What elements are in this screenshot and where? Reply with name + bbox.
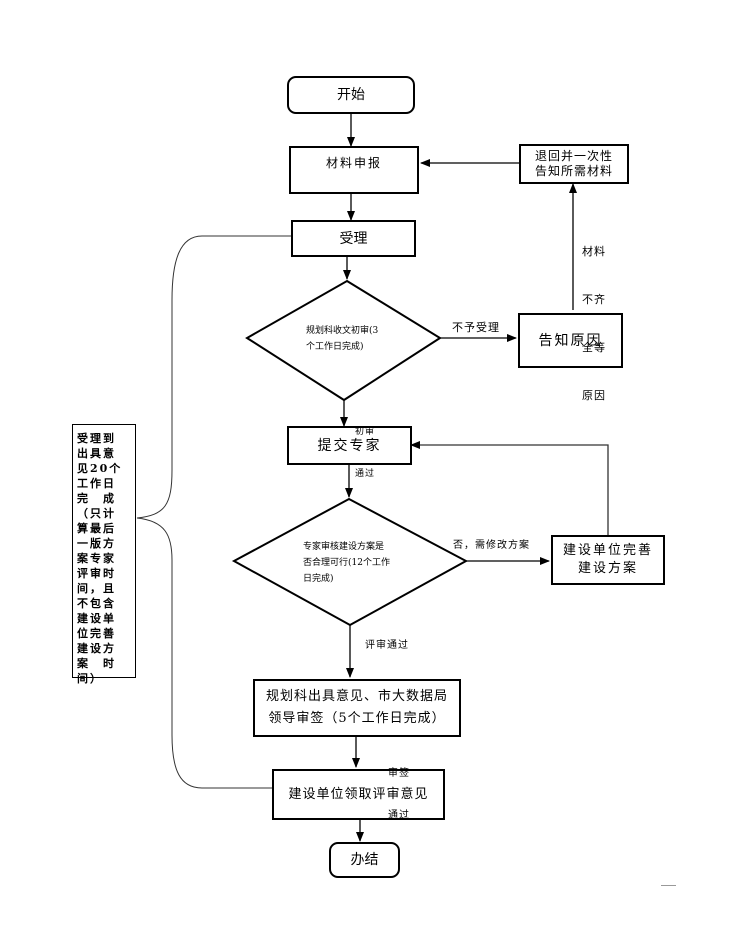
- revise-plan-line-1: 建设单位完善: [562, 543, 653, 558]
- side-note-row: 不包含: [77, 597, 116, 610]
- end-label: 办结: [350, 852, 379, 868]
- return-notify-line-2: 告知所需材料: [534, 164, 613, 178]
- issue-opinion-line-1: 规划科出具意见、市大数据局: [265, 689, 448, 704]
- expert-review-line-2: 否合理可行(12个工作: [303, 558, 390, 568]
- signoff-line-2: 通过: [388, 810, 410, 821]
- incomplete-line-3: 全等: [582, 341, 606, 354]
- side-note-row: 见20个: [77, 462, 123, 475]
- issue-opinion-node: 规划科出具意见、市大数据局 领导审签（5个工作日完成）: [253, 679, 461, 737]
- side-note-row: 工作日: [77, 477, 116, 490]
- label-review-passed: 评审通过: [365, 640, 409, 651]
- page-corner-mark: [661, 885, 676, 886]
- side-note-row: （只计: [77, 507, 116, 520]
- expert-review-diamond: [231, 497, 469, 627]
- notify-reason-label: 告知原因: [538, 332, 603, 349]
- side-note-row: 一版方: [77, 537, 116, 550]
- label-incomplete-materials: 材料 不齐 全等 原因: [582, 212, 606, 436]
- revise-plan-node: 建设单位完善 建设方案: [551, 535, 665, 585]
- side-note-row: 案专家: [77, 552, 116, 565]
- accept-label: 受理: [339, 230, 368, 247]
- start-label: 开始: [337, 87, 365, 103]
- issue-opinion-line-2: 领导审签（5个工作日完成）: [268, 711, 446, 726]
- expert-review-text: 专家审核建设方案是 否合理可行(12个工作 日完成): [303, 539, 390, 587]
- expert-review-line-1: 专家审核建设方案是: [303, 542, 385, 552]
- side-note-row: 算最后: [77, 522, 116, 535]
- submit-materials-label: 材料申报: [325, 156, 382, 170]
- side-note-row: 位完善: [77, 627, 116, 640]
- label-initial-passed: 初审 通过: [355, 397, 375, 509]
- collect-opinion-label: 建设单位领取评审意见: [288, 786, 429, 802]
- incomplete-line-1: 材料: [582, 245, 606, 258]
- initial-review-text: 规划科收文初审(3 个工作日完成): [306, 323, 378, 355]
- collect-opinion-node: 建设单位领取评审意见: [272, 769, 445, 820]
- notify-reason-node: 告知原因: [518, 313, 623, 368]
- side-note-row: 间）: [77, 672, 103, 685]
- expert-review-line-3: 日完成): [303, 574, 334, 584]
- side-note-row: 案 时: [77, 657, 116, 670]
- end-node: 办结: [329, 842, 400, 878]
- incomplete-line-4: 原因: [582, 389, 606, 402]
- initial-review-line-1: 规划科收文初审(3: [306, 326, 379, 336]
- side-note-row: 间，且: [77, 582, 116, 595]
- return-notify-line-1: 退回并一次性: [534, 149, 613, 163]
- side-note-row: 评审时: [77, 567, 116, 580]
- edge-revise-to-expert: [410, 441, 609, 535]
- submit-materials-node: 材料申报: [289, 146, 419, 194]
- incomplete-line-2: 不齐: [582, 293, 606, 306]
- side-note-row: 完 成: [77, 492, 116, 505]
- side-note-row: 受理到: [77, 432, 116, 445]
- side-note-row: 建设方: [77, 642, 116, 655]
- label-signoff-passed: 审签 通过: [388, 739, 410, 851]
- initial-review-diamond: [245, 279, 442, 402]
- signoff-line-1: 审签: [388, 768, 410, 779]
- start-node: 开始: [287, 76, 415, 114]
- submit-expert-label: 提交专家: [317, 437, 382, 454]
- initial-passed-line-2: 通过: [355, 469, 376, 479]
- submit-expert-node: 提交专家: [287, 426, 412, 465]
- accept-node: 受理: [291, 220, 416, 257]
- return-notify-node: 退回并一次性 告知所需材料: [519, 144, 629, 184]
- side-note-row: 建设单: [77, 612, 116, 625]
- side-note-row: 出具意: [77, 447, 116, 460]
- revise-plan-line-2: 建设方案: [577, 561, 638, 576]
- span-brace: [136, 235, 292, 789]
- side-note-box: 受理到出具意见20个工作日完 成 （只计算最后一版方案专家评审时间，且不包含建设单…: [72, 424, 136, 685]
- label-not-accepted: 不予受理: [452, 321, 500, 334]
- initial-review-line-2: 个工作日完成): [306, 342, 364, 352]
- initial-passed-line-1: 初审: [355, 427, 376, 437]
- label-needs-revision: 否，需修改方案: [453, 540, 530, 551]
